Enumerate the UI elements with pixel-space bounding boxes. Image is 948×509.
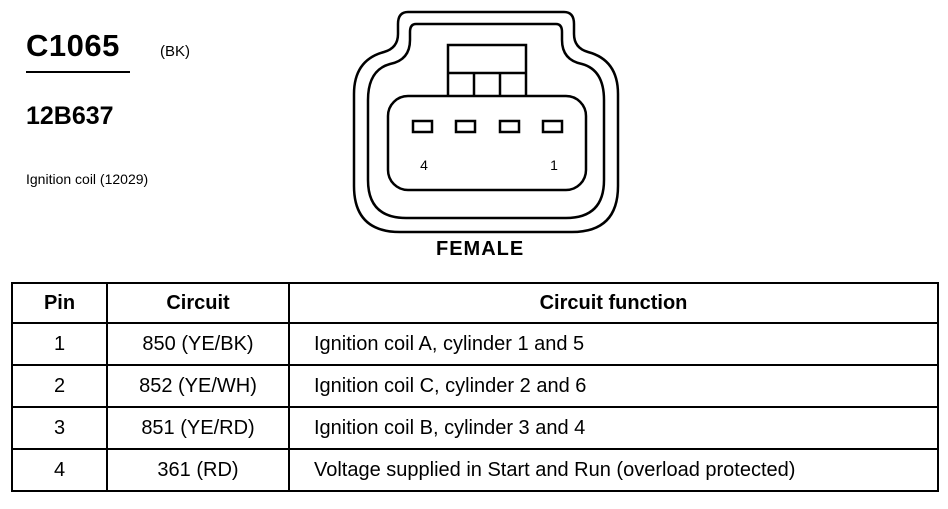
circuit-cell: 852 (YE/WH) [106, 364, 290, 408]
connector-face-diagram: 4 1 [352, 10, 620, 234]
pin-cell: 4 [11, 448, 108, 492]
connector-inner-shell [366, 22, 606, 220]
pin-label-4: 4 [420, 157, 428, 173]
circuit-cell: 361 (RD) [106, 448, 290, 492]
table-row: 3 851 (YE/RD) Ignition coil B, cylinder … [11, 406, 939, 450]
locking-tab [446, 43, 528, 100]
function-cell: Ignition coil A, cylinder 1 and 5 [288, 322, 939, 366]
connector-description: Ignition coil (12029) [26, 171, 149, 187]
pin-label-1: 1 [550, 157, 558, 173]
function-cell: Ignition coil B, cylinder 3 and 4 [288, 406, 939, 450]
function-cell: Ignition coil C, cylinder 2 and 6 [288, 364, 939, 408]
table-header-row: Pin Circuit Circuit function [11, 282, 939, 324]
pin-cell: 1 [11, 322, 108, 366]
function-cell: Voltage supplied in Start and Run (overl… [288, 448, 939, 492]
part-number: 12B637 [26, 102, 114, 130]
pin-cell: 2 [11, 364, 108, 408]
table-row: 2 852 (YE/WH) Ignition coil C, cylinder … [11, 364, 939, 408]
header-circuit-function: Circuit function [288, 282, 939, 324]
circuit-cell: 850 (YE/BK) [106, 322, 290, 366]
pin-3-terminal [454, 119, 477, 134]
pin-4-terminal [411, 119, 434, 134]
pin-cell: 3 [11, 406, 108, 450]
connector-gender-label: FEMALE [436, 238, 525, 260]
pin-1-terminal [541, 119, 564, 134]
connector-color: (BK) [160, 43, 190, 60]
connector-id-underline [26, 71, 130, 73]
pinout-table: Pin Circuit Circuit function 1 850 (YE/B… [11, 282, 939, 492]
connector-outer-shell [352, 10, 620, 234]
table-row: 4 361 (RD) Voltage supplied in Start and… [11, 448, 939, 492]
connector-id: C1065 [26, 28, 120, 63]
header-circuit: Circuit [106, 282, 290, 324]
pin-cavity-area [386, 94, 588, 192]
header-pin: Pin [11, 282, 108, 324]
circuit-cell: 851 (YE/RD) [106, 406, 290, 450]
pin-2-terminal [498, 119, 521, 134]
table-row: 1 850 (YE/BK) Ignition coil A, cylinder … [11, 322, 939, 366]
